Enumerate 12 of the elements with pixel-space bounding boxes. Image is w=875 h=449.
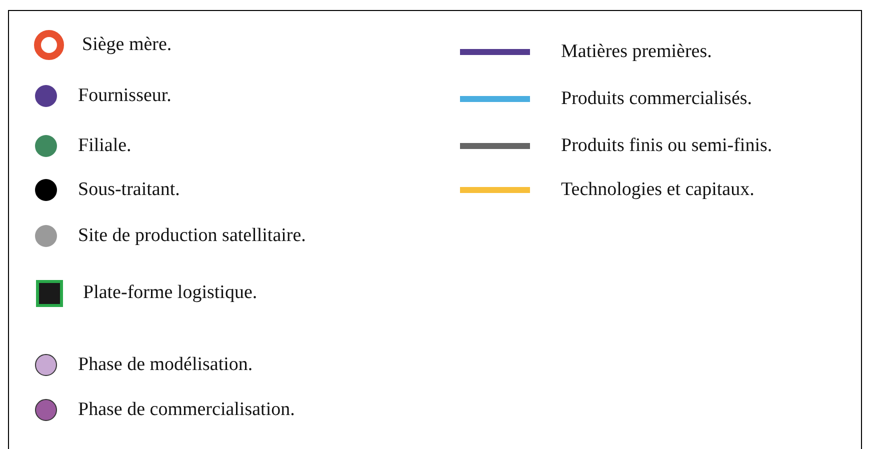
legend-text: Technologies et capitaux. [561,179,754,201]
legend-text: Matières premières. [561,41,712,63]
legend-text: Site de production satellitaire. [78,225,306,247]
legend-text: Siège mère. [82,34,172,56]
legend-text: Produits commercialisés. [561,88,752,110]
legend-text: Phase de modélisation. [78,354,253,376]
legend-text: Sous-traitant. [78,179,180,201]
legend-text: Plate-forme logistique. [83,282,258,304]
legend-text: Produits finis ou semi-finis. [561,135,772,157]
legend-text: Phase de commercialisation. [78,399,295,421]
legend-text: Filiale. [78,135,132,157]
legend-text: Fournisseur. [78,85,172,107]
